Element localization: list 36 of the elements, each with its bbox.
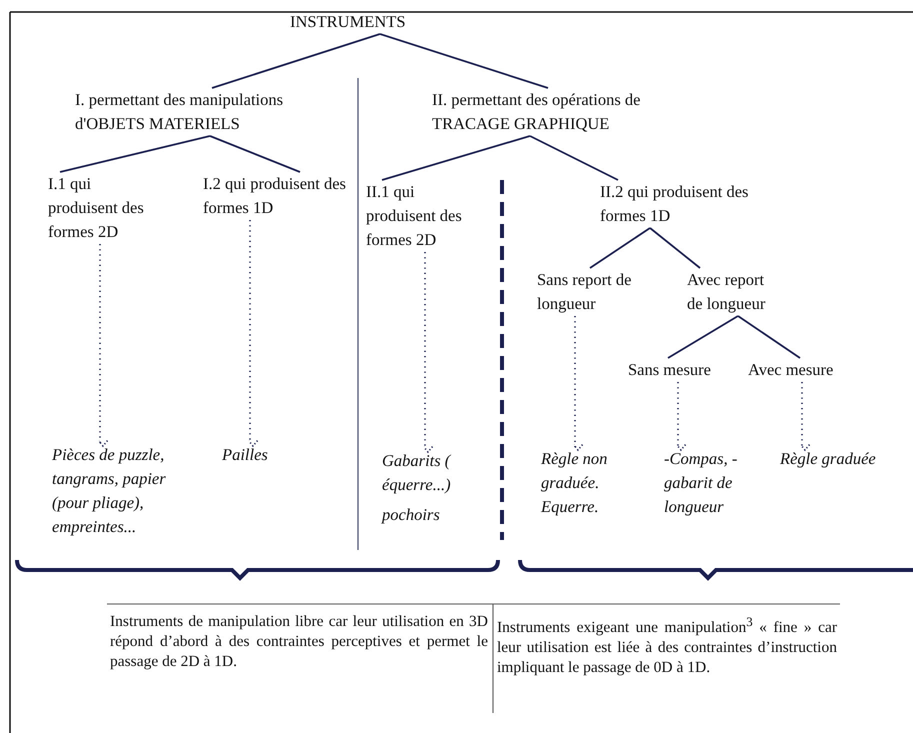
tree-line	[212, 33, 380, 89]
node-label: Règle non graduée. Equerre.	[541, 447, 633, 519]
tree-line	[649, 227, 701, 269]
node-label: Gabarits ( équerre...)	[382, 450, 452, 496]
tree-line	[60, 135, 210, 173]
node-label: pochoirs	[382, 504, 441, 526]
node-label: I. permettant des manipulations d'OBJETS MATERIELS	[75, 88, 340, 136]
node-label: Sans mesure	[628, 358, 740, 382]
node-label: Règle graduée	[780, 447, 905, 471]
tree-line	[382, 135, 530, 181]
node-label: I.2 qui produisent des formes 1D	[203, 172, 353, 220]
tree-line	[530, 135, 618, 181]
dotted-arrow	[247, 220, 259, 447]
tree-line	[738, 315, 800, 359]
dotted-arrow	[675, 382, 687, 451]
tree-line	[380, 33, 548, 89]
dotted-arrow	[97, 244, 109, 447]
dotted-arrow	[422, 252, 434, 453]
tree-line	[210, 135, 300, 173]
dotted-arrow	[572, 316, 584, 451]
table-cell-text: Instruments exigeant une manipulation$^{3}$ « fine » car leur utilisation est liée à des contraintes d’instruction impliquant le passage de 0D à 1D.	[497, 613, 837, 678]
node-label: II.2 qui produisent des formes 1D	[600, 180, 760, 228]
tree-line	[590, 227, 650, 269]
tree-line	[668, 315, 738, 359]
node-label: -Compas, -gabarit de longueur	[664, 447, 770, 519]
dotted-arrow	[799, 382, 811, 451]
node-label: Pailles	[222, 443, 302, 467]
node-label: Avec report de longueur	[687, 268, 769, 316]
node-label: II.1 qui produisent des formes 2D	[366, 180, 484, 252]
node-label: Avec mesure	[748, 358, 860, 382]
node-label: INSTRUMENTS	[290, 10, 440, 34]
table-cell-text: Instruments de manipulation libre car leur utilisation en 3D répond d’abord à des contraintes perceptives et permet le passage de 2D à 1D.	[110, 612, 488, 672]
node-label: Sans report de longueur	[537, 268, 649, 316]
node-label: Pièces de puzzle, tangrams, papier (pour pliage), empreintes...	[52, 443, 202, 539]
node-label: II. permettant des opérations de TRACAGE GRAPHIQUE	[432, 88, 712, 136]
node-label: I.1 qui produisent des formes 2D	[48, 172, 160, 244]
